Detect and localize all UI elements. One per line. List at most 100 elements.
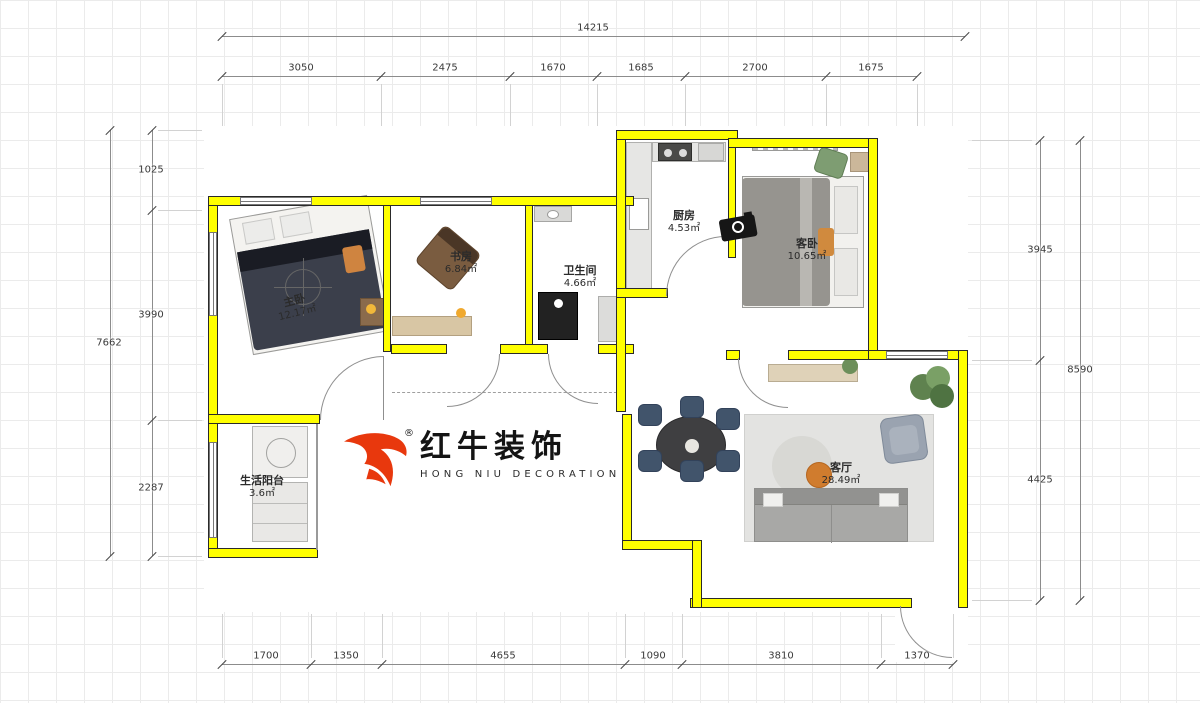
dim-label: 2475 [432,62,458,74]
room-area: 4.66㎡ [563,277,597,289]
dining-chair [680,396,704,418]
bed-pillow [834,186,858,234]
shelf-line [253,523,307,524]
burner [664,149,672,157]
dim-line [222,76,917,77]
orange-pillow [341,244,367,274]
room-label-bath: 卫生间 4.66㎡ [564,264,597,290]
wall [208,548,318,558]
extension-line [510,84,511,126]
dim-line [222,36,965,37]
dim-label: 1700 [253,650,279,662]
room-name: 卫生间 [563,263,597,277]
extension-line [917,84,918,126]
dim-line [1040,140,1041,600]
armchair-seat [888,424,920,456]
balcony-cabinet [252,482,308,542]
room-area: 28.49㎡ [821,474,861,486]
dim-label: 3050 [288,62,314,74]
orange-pouf [806,462,832,488]
room-name: 客厅 [829,460,852,474]
extension-line [625,614,626,658]
dim-line [222,664,953,665]
dining-chair [680,460,704,482]
balcony-glass-divider [316,424,318,550]
extension-line [685,84,686,126]
window [886,351,948,359]
dim-label: 1090 [640,650,666,662]
wall [616,130,626,412]
dim-line [1080,140,1081,600]
window [209,442,217,538]
console-plant [842,358,858,374]
extension-line [826,84,827,126]
hongniu-bull-icon: ® [340,428,414,492]
dining-chair [638,450,662,472]
shower-head [554,299,563,308]
washing-machine [252,426,308,478]
plant [910,366,958,414]
room-area: 3.6㎡ [249,487,275,499]
extension-line [222,614,223,658]
burner [679,149,687,157]
shelf-line [253,503,307,504]
bed-pillow [834,248,858,296]
dining-chair [716,450,740,472]
washer-drum [266,438,296,468]
extension-line [158,130,202,131]
study-lamp [456,308,466,318]
extension-line [881,614,882,658]
extension-line [682,614,683,658]
wall [500,344,548,354]
kitchen-sink [629,198,649,230]
window [240,197,312,205]
dim-label: 4655 [490,650,516,662]
room-area: 6.84㎡ [444,263,478,275]
shower [538,292,578,340]
guest-side-table [850,152,870,172]
wall [391,344,447,354]
extension-line [158,420,202,421]
stove [658,143,692,161]
orange-pillow [818,228,834,256]
dim-line [152,130,153,556]
sink-basin [547,210,559,219]
extension-line [953,614,954,658]
room-name: 生活阳台 [240,473,284,487]
wall [525,205,533,352]
wall [616,288,668,298]
wall [692,540,702,608]
dim-label: 1370 [904,650,930,662]
logo-text: 红牛装饰 HONG NIU DECORATION [420,430,620,480]
sofa-pillow [879,493,899,507]
room-name: 客卧 [795,236,818,250]
room-name: 厨房 [672,208,695,222]
room-area: 4.53㎡ [667,222,701,234]
wall [622,414,632,550]
window [420,197,492,205]
table-centerpiece [685,439,699,453]
fridge [698,143,724,161]
dim-label: 2287 [138,482,164,494]
wall [383,205,391,352]
brand-name-en: HONG NIU DECORATION [420,469,621,481]
dim-label: 1675 [858,62,884,74]
guest-bed [742,176,864,308]
dim-label: 3945 [1027,244,1053,256]
dim-label: 1670 [540,62,566,74]
plant-leaf [930,384,954,408]
dim-label: 4425 [1027,474,1053,486]
room-name: 书房 [449,249,472,263]
wall [622,540,702,550]
extension-line [311,614,312,658]
dim-label: 14215 [577,22,609,34]
duvet-fold [800,178,812,306]
extension-line [972,140,1032,141]
wall [616,130,738,140]
sofa-pillow [763,493,783,507]
wall [788,350,878,360]
dining-chair [716,408,740,430]
room-area: 10.65㎡ [787,250,827,262]
dim-label: 7662 [96,337,122,349]
dim-line [110,130,111,556]
